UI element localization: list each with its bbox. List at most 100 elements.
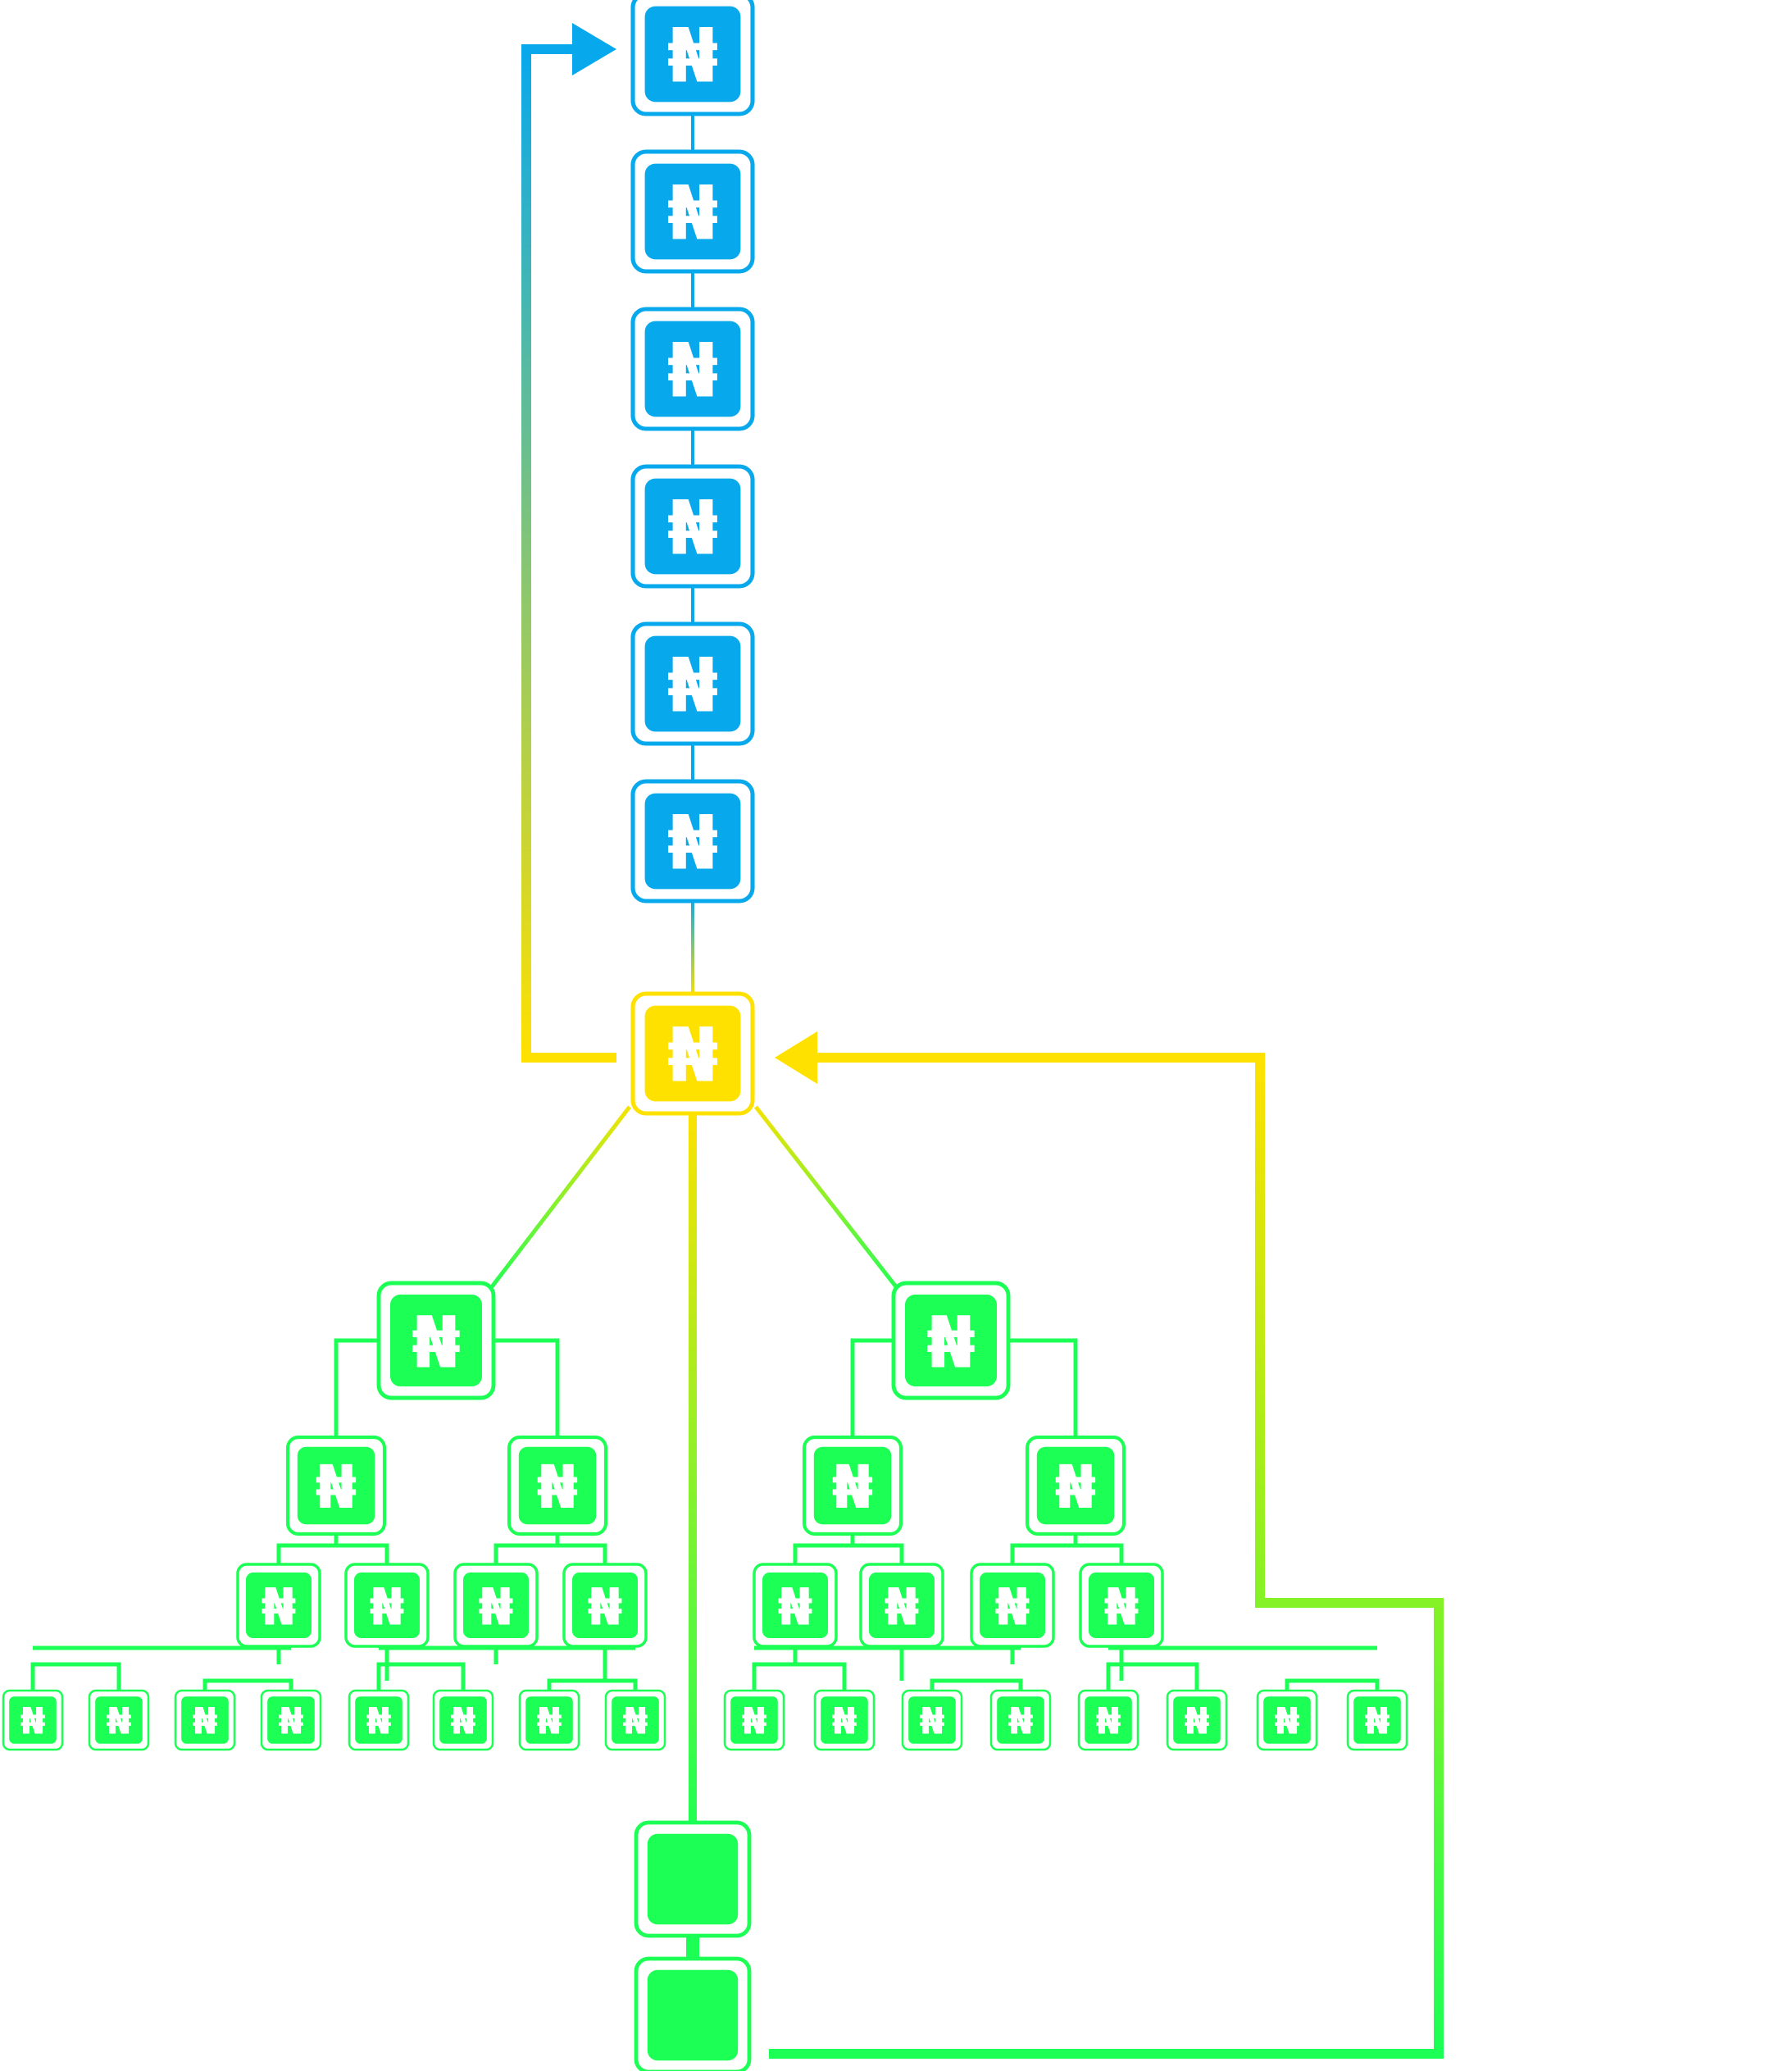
tree-left-connector xyxy=(493,1543,607,1566)
naira-sign-icon: ₦ xyxy=(667,328,719,414)
naira-sign-icon: ₦ xyxy=(369,1577,404,1637)
naira-sign-icon: ₦ xyxy=(777,1577,812,1637)
naira-sign-icon: ₦ xyxy=(450,1700,475,1742)
tree-right-leaf-node: ₦ xyxy=(989,1689,1052,1751)
naira-sign-icon: ₦ xyxy=(832,1453,874,1523)
naira-sign-icon: ₦ xyxy=(1364,1700,1389,1742)
naira-sign-icon: ₦ xyxy=(1184,1700,1209,1742)
naira-sign-icon: ₦ xyxy=(192,1700,217,1742)
tree-left-leaf-node: ₦ xyxy=(2,1689,64,1751)
connector-lines xyxy=(30,114,1380,1959)
naira-sign-icon: ₦ xyxy=(926,1301,976,1384)
tree-right-l2-node: ₦ xyxy=(753,1563,838,1648)
chain-node-4: ₦ xyxy=(630,464,755,589)
tree-right-connector xyxy=(1010,1543,1124,1566)
tree-left-connector xyxy=(547,1678,638,1691)
naira-sign-icon: ₦ xyxy=(994,1577,1030,1637)
tree-left-leaf-node: ₦ xyxy=(348,1689,410,1751)
tree-right-leaf-node: ₦ xyxy=(723,1689,785,1751)
tree-left-leaf-node: ₦ xyxy=(432,1689,494,1751)
naira-sign-icon: ₦ xyxy=(536,1700,562,1742)
naira-sign-icon: ₦ xyxy=(1055,1453,1097,1523)
tree-right-connector xyxy=(752,1662,847,1691)
tree-right-connector xyxy=(930,1678,1023,1691)
naira-sign-icon: ₦ xyxy=(1095,1700,1121,1742)
tree-left-l1-node: ₦ xyxy=(507,1435,608,1536)
naira-sign-icon: ₦ xyxy=(1274,1700,1299,1742)
naira-sign-icon: ₦ xyxy=(831,1700,857,1742)
naira-sign-icon: ₦ xyxy=(884,1577,919,1637)
naira-sign-icon: ₦ xyxy=(1007,1700,1033,1742)
chain-node-3: ₦ xyxy=(630,307,755,431)
tree-right-leaf-node: ₦ xyxy=(1346,1689,1408,1751)
tree-right-root-node: ₦ xyxy=(891,1281,1011,1400)
tree-left-l1-node: ₦ xyxy=(285,1435,387,1536)
tree-left-root-node: ₦ xyxy=(376,1281,496,1400)
return-arrow-left xyxy=(521,44,616,1063)
tree-left-connector xyxy=(30,1662,121,1691)
tree-right-connector xyxy=(793,1543,904,1566)
tree-left-leaf-node: ₦ xyxy=(260,1689,322,1751)
tree-left-connector xyxy=(493,1338,560,1441)
branch-left xyxy=(489,1105,631,1290)
tree-right-connector xyxy=(1008,1338,1078,1441)
tree-right-l1-node: ₦ xyxy=(1025,1435,1126,1536)
tree-left-leaf-node: ₦ xyxy=(604,1689,666,1751)
tree-right-leaf-node: ₦ xyxy=(1256,1689,1318,1751)
tree-right-l2-node: ₦ xyxy=(970,1563,1055,1648)
tree-left-connector xyxy=(334,1338,379,1441)
naira-sign-icon: ₦ xyxy=(667,485,719,571)
naira-sign-icon: ₦ xyxy=(537,1453,579,1523)
hub-node: ₦ xyxy=(630,991,755,1116)
naira-sign-icon: ₦ xyxy=(667,13,719,99)
tree-left-l2-node: ₦ xyxy=(453,1563,539,1648)
chain-node-5: ₦ xyxy=(630,621,755,746)
naira-sign-icon: ₦ xyxy=(667,171,719,257)
chain-node-1: ₦ xyxy=(630,0,755,116)
naira-sign-icon: ₦ xyxy=(667,800,719,886)
tree-left-l2-node: ₦ xyxy=(236,1563,321,1648)
naira-sign-icon: ₦ xyxy=(261,1577,296,1637)
tree-right-connector xyxy=(850,1338,894,1441)
return-arrow-right-loop xyxy=(769,1053,1444,2059)
tree-left-l2-node: ₦ xyxy=(562,1563,648,1648)
naira-sign-icon: ₦ xyxy=(20,1700,45,1742)
naira-sign-icon: ₦ xyxy=(106,1700,131,1742)
node-layer: ₦₦₦₦₦₦₦₦₦₦₦₦₦₦₦₦₦₦₦₦₦₦₦₦₦₦₦₦₦₦₦₦₦₦₦₦₦ xyxy=(2,0,1408,2071)
flow-arrows xyxy=(521,23,1444,2059)
tree-left-l2-node: ₦ xyxy=(344,1563,430,1648)
naira-sign-icon: ₦ xyxy=(587,1577,622,1637)
naira-sign-icon: ₦ xyxy=(412,1301,461,1384)
tree-left-leaf-node: ₦ xyxy=(518,1689,580,1751)
tree-right-leaf-node: ₦ xyxy=(901,1689,963,1751)
naira-sign-icon: ₦ xyxy=(667,1013,719,1099)
tree-right-leaf-node: ₦ xyxy=(1166,1689,1228,1751)
tree-left-leaf-node: ₦ xyxy=(88,1689,150,1751)
naira-sign-icon: ₦ xyxy=(278,1700,303,1742)
arrowhead-hub-target xyxy=(775,1031,817,1084)
naira-sign-icon: ₦ xyxy=(741,1700,766,1742)
tree-right-l2-node: ₦ xyxy=(859,1563,944,1648)
tree-left-connector xyxy=(276,1543,389,1566)
tree-right-l1-node: ₦ xyxy=(802,1435,903,1536)
naira-sign-icon: ₦ xyxy=(478,1577,513,1637)
blank-block-bottom xyxy=(634,1956,752,2071)
tree-right-leaf-node: ₦ xyxy=(813,1689,876,1751)
tree-right-connector xyxy=(1285,1678,1380,1691)
chain-node-6: ₦ xyxy=(630,779,755,904)
naira-sign-icon: ₦ xyxy=(919,1700,944,1742)
naira-sign-icon: ₦ xyxy=(316,1453,357,1523)
naira-sign-icon: ₦ xyxy=(622,1700,648,1742)
tree-right-connector xyxy=(1106,1662,1199,1691)
tree-left-connector xyxy=(202,1678,293,1691)
tree-left-connector xyxy=(376,1662,466,1691)
tree-right-leaf-node: ₦ xyxy=(1077,1689,1139,1751)
branch-right xyxy=(754,1105,899,1290)
chain-node-2: ₦ xyxy=(630,149,755,274)
naira-sign-icon: ₦ xyxy=(1103,1577,1139,1637)
arrowhead-up-target xyxy=(572,23,616,75)
naira-sign-icon: ₦ xyxy=(667,643,719,729)
blank-block-top xyxy=(634,1820,752,1938)
naira-sign-icon: ₦ xyxy=(366,1700,391,1742)
